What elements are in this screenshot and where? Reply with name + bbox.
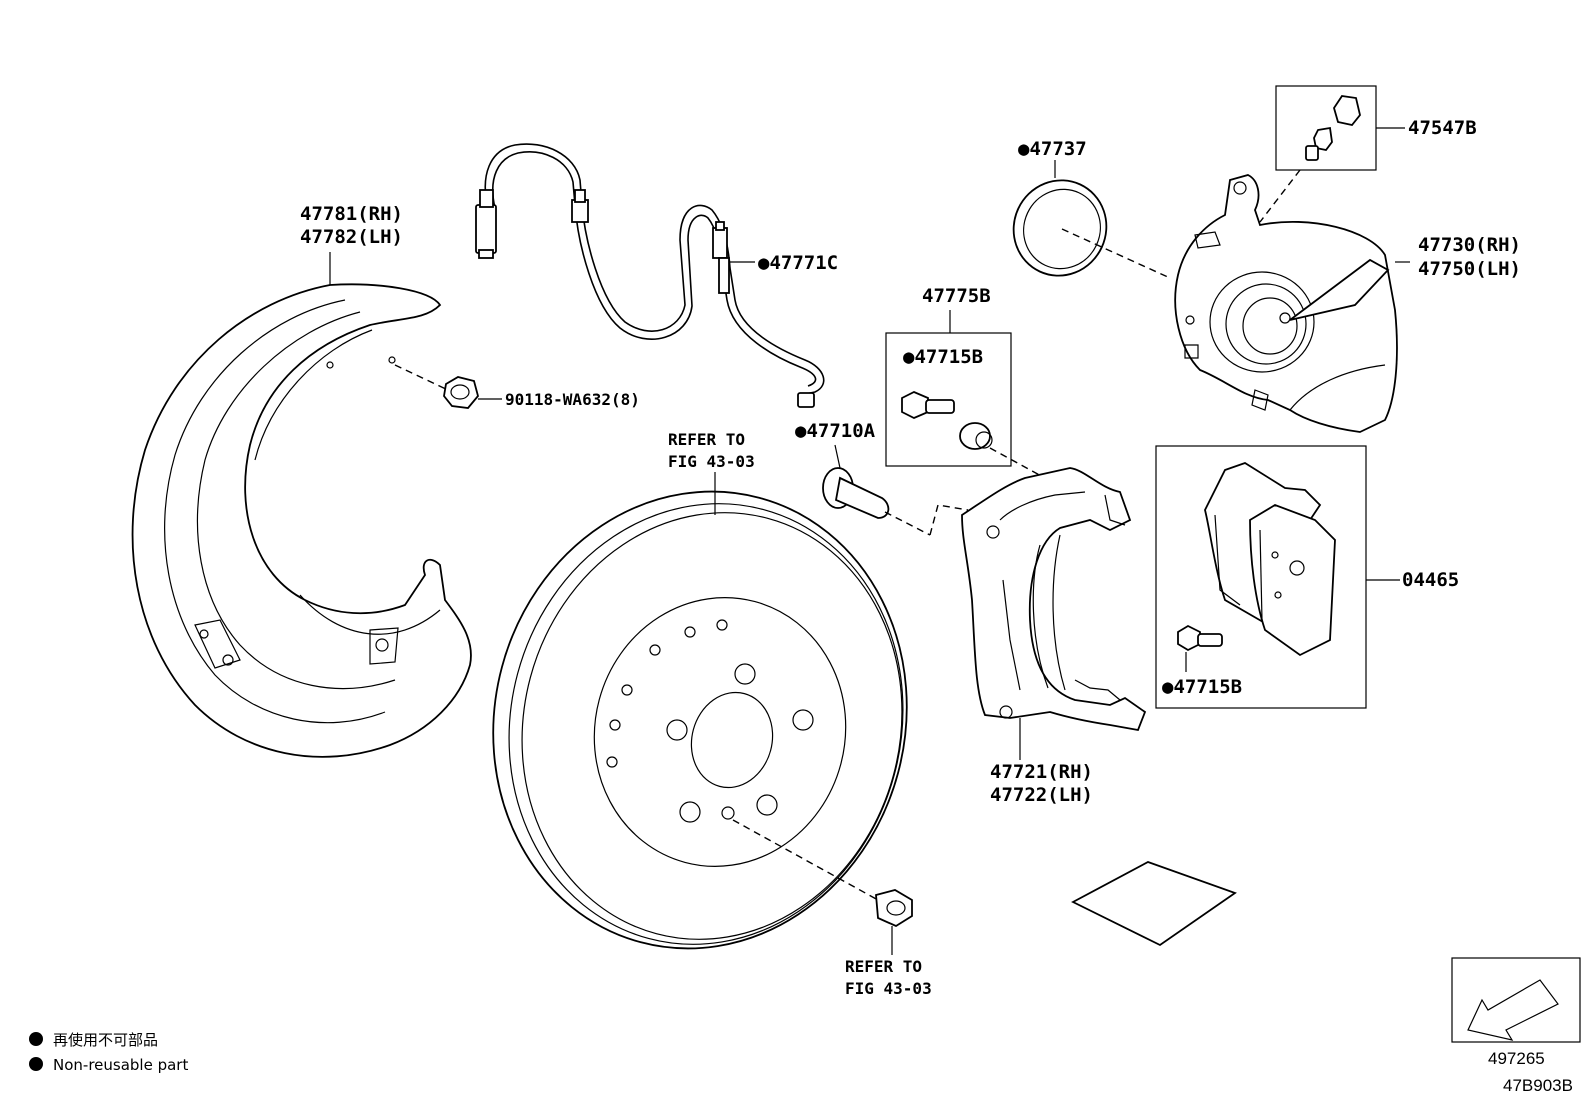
seal-label: ●47737 [1018,138,1087,160]
mounting-label-lh: 47722(LH) [990,784,1093,806]
mounting-label-rh: 47721(RH) [990,761,1093,783]
brake-pad-outer[interactable] [1249,504,1336,657]
shield-bolt-label: 90118-WA632(8) [505,390,640,409]
dust-shield[interactable] [131,283,472,758]
bleeder-label: 47547B [1408,117,1477,139]
legend-bullet-icon [29,1032,43,1046]
mounting-bracket[interactable] [961,467,1147,732]
legend: 再使用不可部品 Non-reusable part [29,1031,188,1074]
bolt-kit-label: 47775B [922,285,991,307]
pads-label: 04465 [1402,569,1459,591]
direction-box: 497265 [1451,957,1581,1068]
screw-ref-line2: FIG 43-03 [845,979,932,998]
disc-screw[interactable] [732,819,913,955]
mounting-label: 47721(RH) 47722(LH) [990,718,1093,806]
guide-bolt[interactable]: ●47710A [795,420,969,536]
sensor-label: ●47771C [758,252,838,274]
grease-packet[interactable] [1071,861,1237,947]
caliper-label-rh: 47730(RH) [1418,234,1521,256]
legend-item-en: Non-reusable part [53,1056,188,1074]
disc-label: REFER TO FIG 43-03 [668,430,755,500]
direction-code: 497265 [1488,1049,1545,1068]
shield-label-rh: 47781(RH) [300,203,403,225]
shield-bolt[interactable]: 90118-WA632(8) [394,364,640,409]
sensor-label-text: ●47771C [758,252,838,274]
caliper[interactable] [1174,174,1410,433]
diagram-code: 47B903B [1503,1076,1573,1095]
disc-ref-line1: REFER TO [668,430,745,449]
guide-bolt-label: ●47710A [795,420,876,442]
screw-ref-line1: REFER TO [845,957,922,976]
caliper-label-lh: 47750(LH) [1418,258,1521,280]
disc-ref-line2: FIG 43-03 [668,452,755,471]
screw-label: REFER TO FIG 43-03 [845,957,932,998]
speed-sensor[interactable] [475,143,825,408]
kit-bushing[interactable] [959,422,993,450]
legend-bullet-icon [29,1057,43,1071]
brake-pad-box[interactable]: ●47715B 04465 [1155,445,1459,709]
kit-bolt-label: ●47715B [903,346,983,368]
legend-item-ja: 再使用不可部品 [53,1031,158,1049]
piston-seal[interactable]: ●47737 [998,138,1171,291]
caliper-label: 47730(RH) 47750(LH) [1418,234,1521,280]
shield-label: 47781(RH) 47782(LH) [300,203,403,285]
bolt-kit-box[interactable]: 47775B ●47715B [885,285,1046,479]
kit-bolt[interactable] [901,391,955,419]
disc-rotor[interactable] [442,445,957,995]
shield-label-lh: 47782(LH) [300,226,403,248]
bleeder-box[interactable]: 47547B [1259,85,1477,223]
pad-bolt-label: ●47715B [1162,676,1242,698]
pad-bolt[interactable] [1177,624,1223,672]
